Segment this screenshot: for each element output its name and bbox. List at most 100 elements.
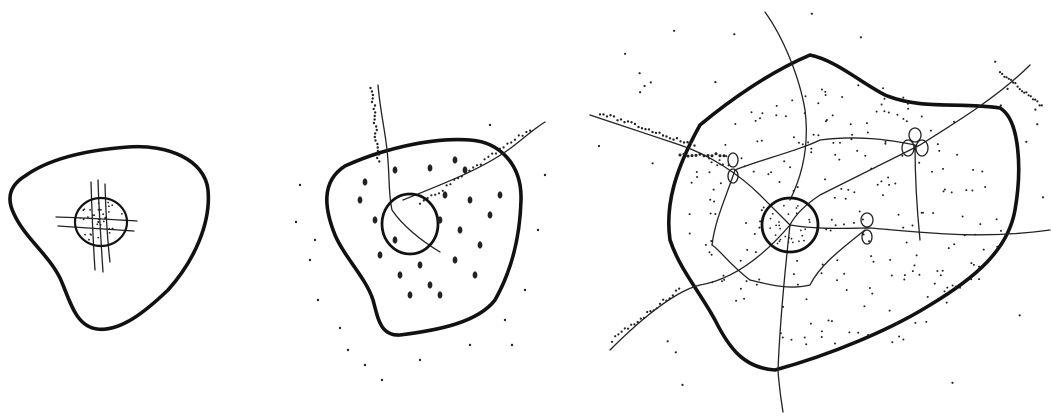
stipple-dot xyxy=(741,157,743,159)
stage-2-central-nucleus xyxy=(382,194,438,254)
stipple-dot xyxy=(92,215,94,217)
scatter-dot xyxy=(614,335,616,337)
stipple-dot xyxy=(870,168,872,170)
stipple-dot xyxy=(714,213,716,215)
stipple-dot xyxy=(906,120,908,122)
stipple-dot xyxy=(845,198,847,200)
stipple-dot xyxy=(711,254,713,256)
stipple-dot xyxy=(821,336,823,338)
stipple-dot xyxy=(847,189,849,191)
stipple-dot xyxy=(793,190,795,192)
scatter-dot xyxy=(376,157,378,159)
stipple-dot xyxy=(979,223,981,225)
scatter-dot xyxy=(714,81,716,83)
stipple-dot xyxy=(894,183,896,185)
stage-1-outer-boundary xyxy=(10,147,208,330)
stipple-dot xyxy=(807,141,809,143)
stipple-dot xyxy=(725,155,727,157)
scatter-dot xyxy=(314,239,316,241)
scatter-dot xyxy=(1014,82,1016,84)
scatter-dot xyxy=(430,194,432,196)
internal-spot xyxy=(428,281,433,288)
scatter-dot xyxy=(1023,92,1025,94)
scatter-dot xyxy=(434,194,436,196)
stipple-dot xyxy=(944,290,946,292)
stipple-dot xyxy=(952,285,954,287)
scatter-dot xyxy=(602,113,604,115)
stipple-dot xyxy=(831,320,833,322)
stipple-dot xyxy=(898,336,900,338)
stipple-dot xyxy=(722,163,724,165)
stage-1-panel xyxy=(10,147,208,330)
stipple-dot xyxy=(912,270,914,272)
stipple-dot xyxy=(689,233,691,235)
stage-2-outer-boundary xyxy=(327,140,521,335)
stipple-dot xyxy=(821,330,823,332)
stipple-dot xyxy=(884,98,886,100)
stipple-dot xyxy=(944,189,946,191)
stipple-dot xyxy=(836,259,838,261)
stipple-dot xyxy=(835,224,837,226)
internal-spot xyxy=(428,164,433,171)
stipple-dot xyxy=(100,224,102,226)
scatter-dot xyxy=(662,134,664,136)
stipple-dot xyxy=(763,207,765,209)
stipple-dot xyxy=(109,232,111,234)
scatter-dot xyxy=(611,341,613,343)
stipple-dot xyxy=(918,162,920,164)
stipple-dot xyxy=(782,306,784,308)
scatter-dot xyxy=(633,323,635,325)
stipple-dot xyxy=(922,212,924,214)
scatter-dot xyxy=(656,307,658,309)
stipple-dot xyxy=(780,239,782,241)
stipple-dot xyxy=(759,117,761,119)
scatter-dot xyxy=(655,132,657,134)
scatter-dot xyxy=(1003,76,1005,78)
scatter-dot xyxy=(446,184,448,186)
stipple-dot xyxy=(804,228,806,230)
stipple-dot xyxy=(776,105,778,107)
scatter-dot xyxy=(1032,98,1034,100)
stipple-dot xyxy=(942,270,944,272)
stipple-dot xyxy=(1000,230,1002,232)
stipple-dot xyxy=(689,213,691,215)
scatter-dot xyxy=(669,137,671,139)
stipple-dot xyxy=(937,143,939,145)
stipple-dot xyxy=(907,103,909,105)
stage-3-branch-nodes xyxy=(728,128,928,244)
scatter-dot xyxy=(364,364,366,366)
stipple-dot xyxy=(834,343,836,345)
scatter-dot xyxy=(480,164,482,166)
stipple-dot xyxy=(971,190,973,192)
stipple-dot xyxy=(755,251,757,253)
scatter-dot xyxy=(1039,104,1041,106)
stipple-dot xyxy=(834,154,836,156)
stipple-dot xyxy=(89,209,91,211)
internal-spot xyxy=(453,156,458,163)
scatter-dot xyxy=(678,288,680,290)
scatter-dot xyxy=(317,299,319,301)
scatter-dot xyxy=(662,299,664,301)
scatter-dot xyxy=(687,155,690,158)
stipple-dot xyxy=(779,228,781,230)
stipple-dot xyxy=(902,227,904,229)
stipple-dot xyxy=(898,214,900,216)
stipple-dot xyxy=(831,219,833,221)
stipple-dot xyxy=(902,118,904,120)
scatter-dot xyxy=(690,142,692,144)
stipple-dot xyxy=(891,341,893,343)
stipple-dot xyxy=(798,142,800,144)
scatter-dot xyxy=(376,129,378,131)
stipple-dot xyxy=(98,218,100,220)
scatter-dot xyxy=(665,300,667,302)
scatter-dot xyxy=(1025,91,1027,93)
scatter-dot xyxy=(419,359,421,361)
scatter-dot xyxy=(650,81,652,83)
scatter-dot xyxy=(461,175,463,177)
stipple-dot xyxy=(973,264,975,266)
internal-spot xyxy=(393,236,398,243)
stipple-dot xyxy=(805,343,807,345)
stipple-dot xyxy=(870,255,872,257)
stipple-dot xyxy=(801,235,803,237)
